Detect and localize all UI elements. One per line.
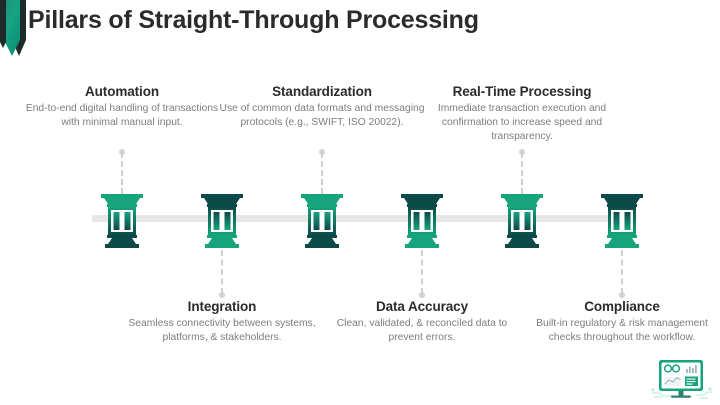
pillar-description: Immediate transaction execution and conf… — [437, 103, 607, 142]
pillar-icon[interactable] — [95, 192, 149, 250]
pillar-icon[interactable] — [495, 192, 549, 250]
connector-line — [421, 250, 423, 294]
pillar-icon[interactable] — [195, 192, 249, 250]
pillar-description: End-to-end digital handling of transacti… — [25, 103, 219, 128]
connector-line — [121, 152, 123, 194]
pillar-title: Data Accuracy — [375, 299, 468, 314]
pillar-description: Seamless connectivity between systems, p… — [128, 318, 316, 343]
pillar-title: Automation — [85, 84, 159, 99]
connector-line — [221, 250, 223, 294]
connector-line — [321, 152, 323, 194]
connector-dot — [419, 292, 425, 298]
connector-dot — [619, 292, 625, 298]
pillar-description: Built-in regulatory & risk management ch… — [536, 318, 708, 343]
connector-dot — [219, 292, 225, 298]
pillar-icon[interactable] — [595, 192, 649, 250]
pillar-description: Use of common data formats and messaging… — [219, 103, 425, 128]
pillar-description: Clean, validated, & reconciled data to p… — [336, 318, 508, 343]
connector-line — [621, 250, 623, 294]
pillar-icon[interactable] — [295, 192, 349, 250]
dashboard-monitor-icon — [651, 360, 712, 399]
connector-line — [521, 152, 523, 194]
timeline-rail — [92, 215, 614, 222]
pillar-icon[interactable] — [395, 192, 449, 250]
pillar-title: Standardization — [272, 84, 372, 99]
pillar-title: Real-Time Processing — [452, 84, 592, 99]
pillar-title: Compliance — [584, 299, 660, 314]
pillar-title: Integration — [187, 299, 257, 314]
page-title: Pillars of Straight-Through Processing — [28, 6, 479, 34]
